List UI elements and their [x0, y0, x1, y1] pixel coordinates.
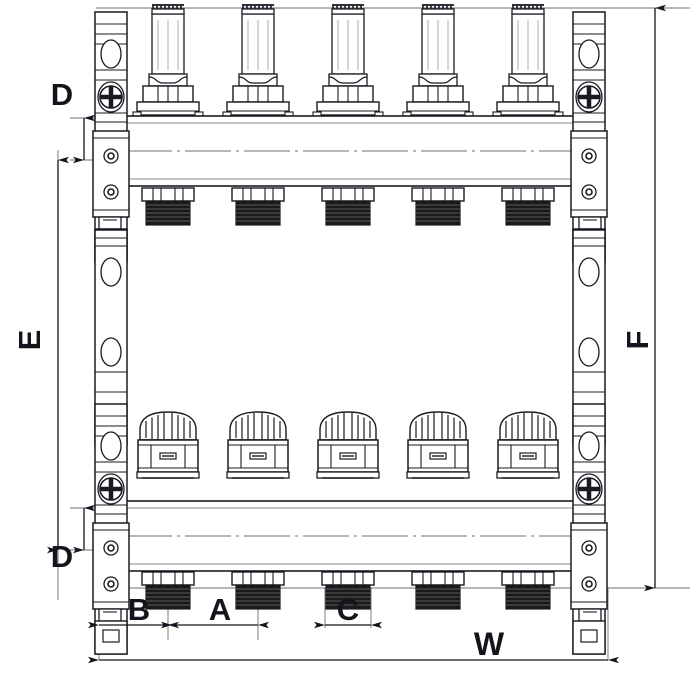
dim-label-b: B [128, 592, 150, 627]
valve-knob-5 [496, 411, 560, 479]
dim-label-e: E [12, 330, 47, 351]
thermostatic-valve-row [136, 411, 560, 479]
flow-meter-4 [402, 4, 474, 119]
valve-knob-4 [406, 411, 470, 479]
lower-outlet-4 [411, 571, 465, 610]
dim-label-w: W [474, 626, 505, 662]
upper-outlet-1 [141, 187, 195, 226]
dimension-arrows [47, 4, 666, 664]
valve-knob-1 [136, 411, 200, 479]
upper-outlet-4 [411, 187, 465, 226]
mounting-bracket-right [571, 12, 607, 654]
upper-manifold-bar [109, 115, 591, 187]
upper-outlet-2 [231, 187, 285, 226]
mounting-bracket-left [93, 12, 129, 655]
upper-outlet-row [141, 187, 555, 226]
dim-label-d-bottom: D [51, 539, 73, 574]
dim-label-f: F [620, 331, 655, 350]
upper-outlet-5 [501, 187, 555, 226]
valve-knob-3 [316, 411, 380, 479]
flow-meter-2 [222, 4, 294, 119]
flow-meter-3 [312, 4, 384, 119]
flow-meter-row [132, 4, 564, 119]
dimension-labels: D E D F B A C W [12, 77, 655, 662]
valve-knob-2 [226, 411, 290, 479]
dim-label-a: A [209, 592, 231, 627]
lower-outlet-5 [501, 571, 555, 610]
lower-outlet-2 [231, 571, 285, 610]
dim-label-d-top: D [51, 77, 73, 112]
flow-meter-5 [492, 4, 564, 119]
flow-meter-1 [132, 4, 204, 119]
lower-manifold-bar [109, 500, 591, 572]
upper-outlet-3 [321, 187, 375, 226]
dim-label-c: C [337, 592, 359, 627]
